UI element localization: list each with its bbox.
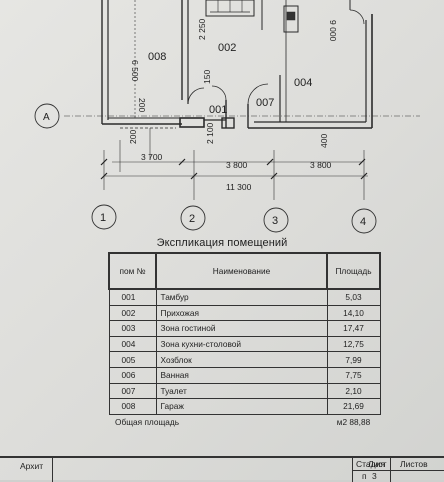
axis-label-2: 2 [189, 213, 195, 225]
dim-200-top: 200 [137, 98, 147, 112]
header-area: Площадь [326, 252, 381, 290]
row-area: 7,75 [326, 366, 381, 384]
dim-3700: 3 700 [141, 152, 163, 162]
row-area: 12,75 [326, 335, 381, 353]
header-name: Наименование [155, 252, 328, 290]
floor-plan: 008 002 001 007 004 6 500 2 250 9 000 15… [34, 0, 420, 234]
row-area: 7,99 [326, 351, 381, 368]
row-name: Зона гостиной [155, 320, 328, 337]
axis-label-3: 3 [272, 215, 278, 227]
axis-bubbles [34, 103, 377, 234]
row-name: Зона кухни-столовой [155, 335, 328, 353]
dim-11300: 11 300 [226, 182, 252, 192]
table-title: Экспликация помещений [156, 237, 288, 249]
table-row: 003 Зона гостиной 17,47 [108, 320, 381, 337]
stamp-archit: Архит [20, 461, 44, 471]
dim-3800-left: 3 800 [226, 160, 248, 170]
dimension-ticks [100, 158, 368, 180]
row-num: 004 [108, 335, 157, 353]
room-label-002: 002 [218, 42, 236, 54]
table-row: 005 Хозблок 7,99 [108, 351, 381, 368]
axis-label-4: 4 [360, 216, 366, 228]
table-row: 001 Тамбур 5,03 [108, 288, 381, 306]
row-num: 006 [108, 366, 157, 384]
row-area: 14,10 [326, 304, 381, 322]
dim-6500: 6 500 [130, 60, 140, 82]
stamp-sheet: Лист [368, 459, 387, 469]
total-row: Общая площадь м2 88,88 [109, 413, 380, 430]
stamp-divider [52, 458, 53, 482]
dim-3800-right: 3 800 [310, 160, 332, 170]
row-area: 21,69 [326, 398, 381, 415]
row-num: 007 [108, 382, 157, 400]
stamp-stage: Стадия [356, 459, 385, 469]
total-value: м2 88,88 [327, 413, 380, 430]
room-label-001: 001 [209, 104, 227, 116]
axis-label-1: 1 [100, 212, 106, 224]
row-name: Тамбур [155, 288, 328, 306]
row-num: 001 [108, 288, 157, 306]
row-name: Хозблок [155, 351, 328, 368]
room-label-007: 007 [256, 97, 274, 109]
dim-200-bottom: 200 [128, 130, 138, 144]
row-name: Прихожая [155, 304, 328, 322]
dim-2100: 2 100 [205, 122, 215, 144]
row-num: 003 [108, 320, 157, 337]
header-num: пом № [108, 252, 157, 290]
table-row: 006 Ванная 7,75 [108, 366, 381, 384]
stamp-sheet-value: 3 [372, 471, 377, 481]
dim-9000: 9 000 [328, 20, 338, 42]
table-row: 004 Зона кухни-столовой 12,75 [108, 335, 381, 353]
stamp-hline [352, 470, 444, 471]
dim-2250: 2 250 [197, 18, 207, 40]
row-name: Туалет [155, 382, 328, 400]
dimension-lines [64, 0, 420, 200]
stamp-sheets: Листов [400, 459, 428, 469]
table-row: 007 Туалет 2,10 [108, 382, 381, 400]
stamp-stage-value: п [362, 471, 367, 481]
table-row: 002 Прихожая 14,10 [108, 304, 381, 322]
row-num: 005 [108, 351, 157, 368]
dim-150: 150 [202, 70, 212, 84]
dim-400: 400 [319, 134, 329, 148]
row-name: Ванная [155, 366, 328, 384]
table-row: 008 Гараж 21,69 [108, 398, 381, 415]
room-label-004: 004 [294, 77, 312, 89]
row-area: 17,47 [326, 320, 381, 337]
table-header-row: пом № Наименование Площадь [108, 252, 381, 290]
row-area: 5,03 [326, 288, 381, 306]
row-num: 008 [108, 398, 157, 415]
rooms-table: пом № Наименование Площадь 001 Тамбур 5,… [108, 252, 381, 430]
row-num: 002 [108, 304, 157, 322]
room-label-008: 008 [148, 51, 166, 63]
row-name: Гараж [155, 398, 328, 415]
axis-label-a: A [43, 112, 50, 123]
total-label: Общая площадь [109, 413, 327, 430]
row-area: 2,10 [326, 382, 381, 400]
title-block: Архит Стадия Лист Листов п 3 [0, 456, 444, 482]
